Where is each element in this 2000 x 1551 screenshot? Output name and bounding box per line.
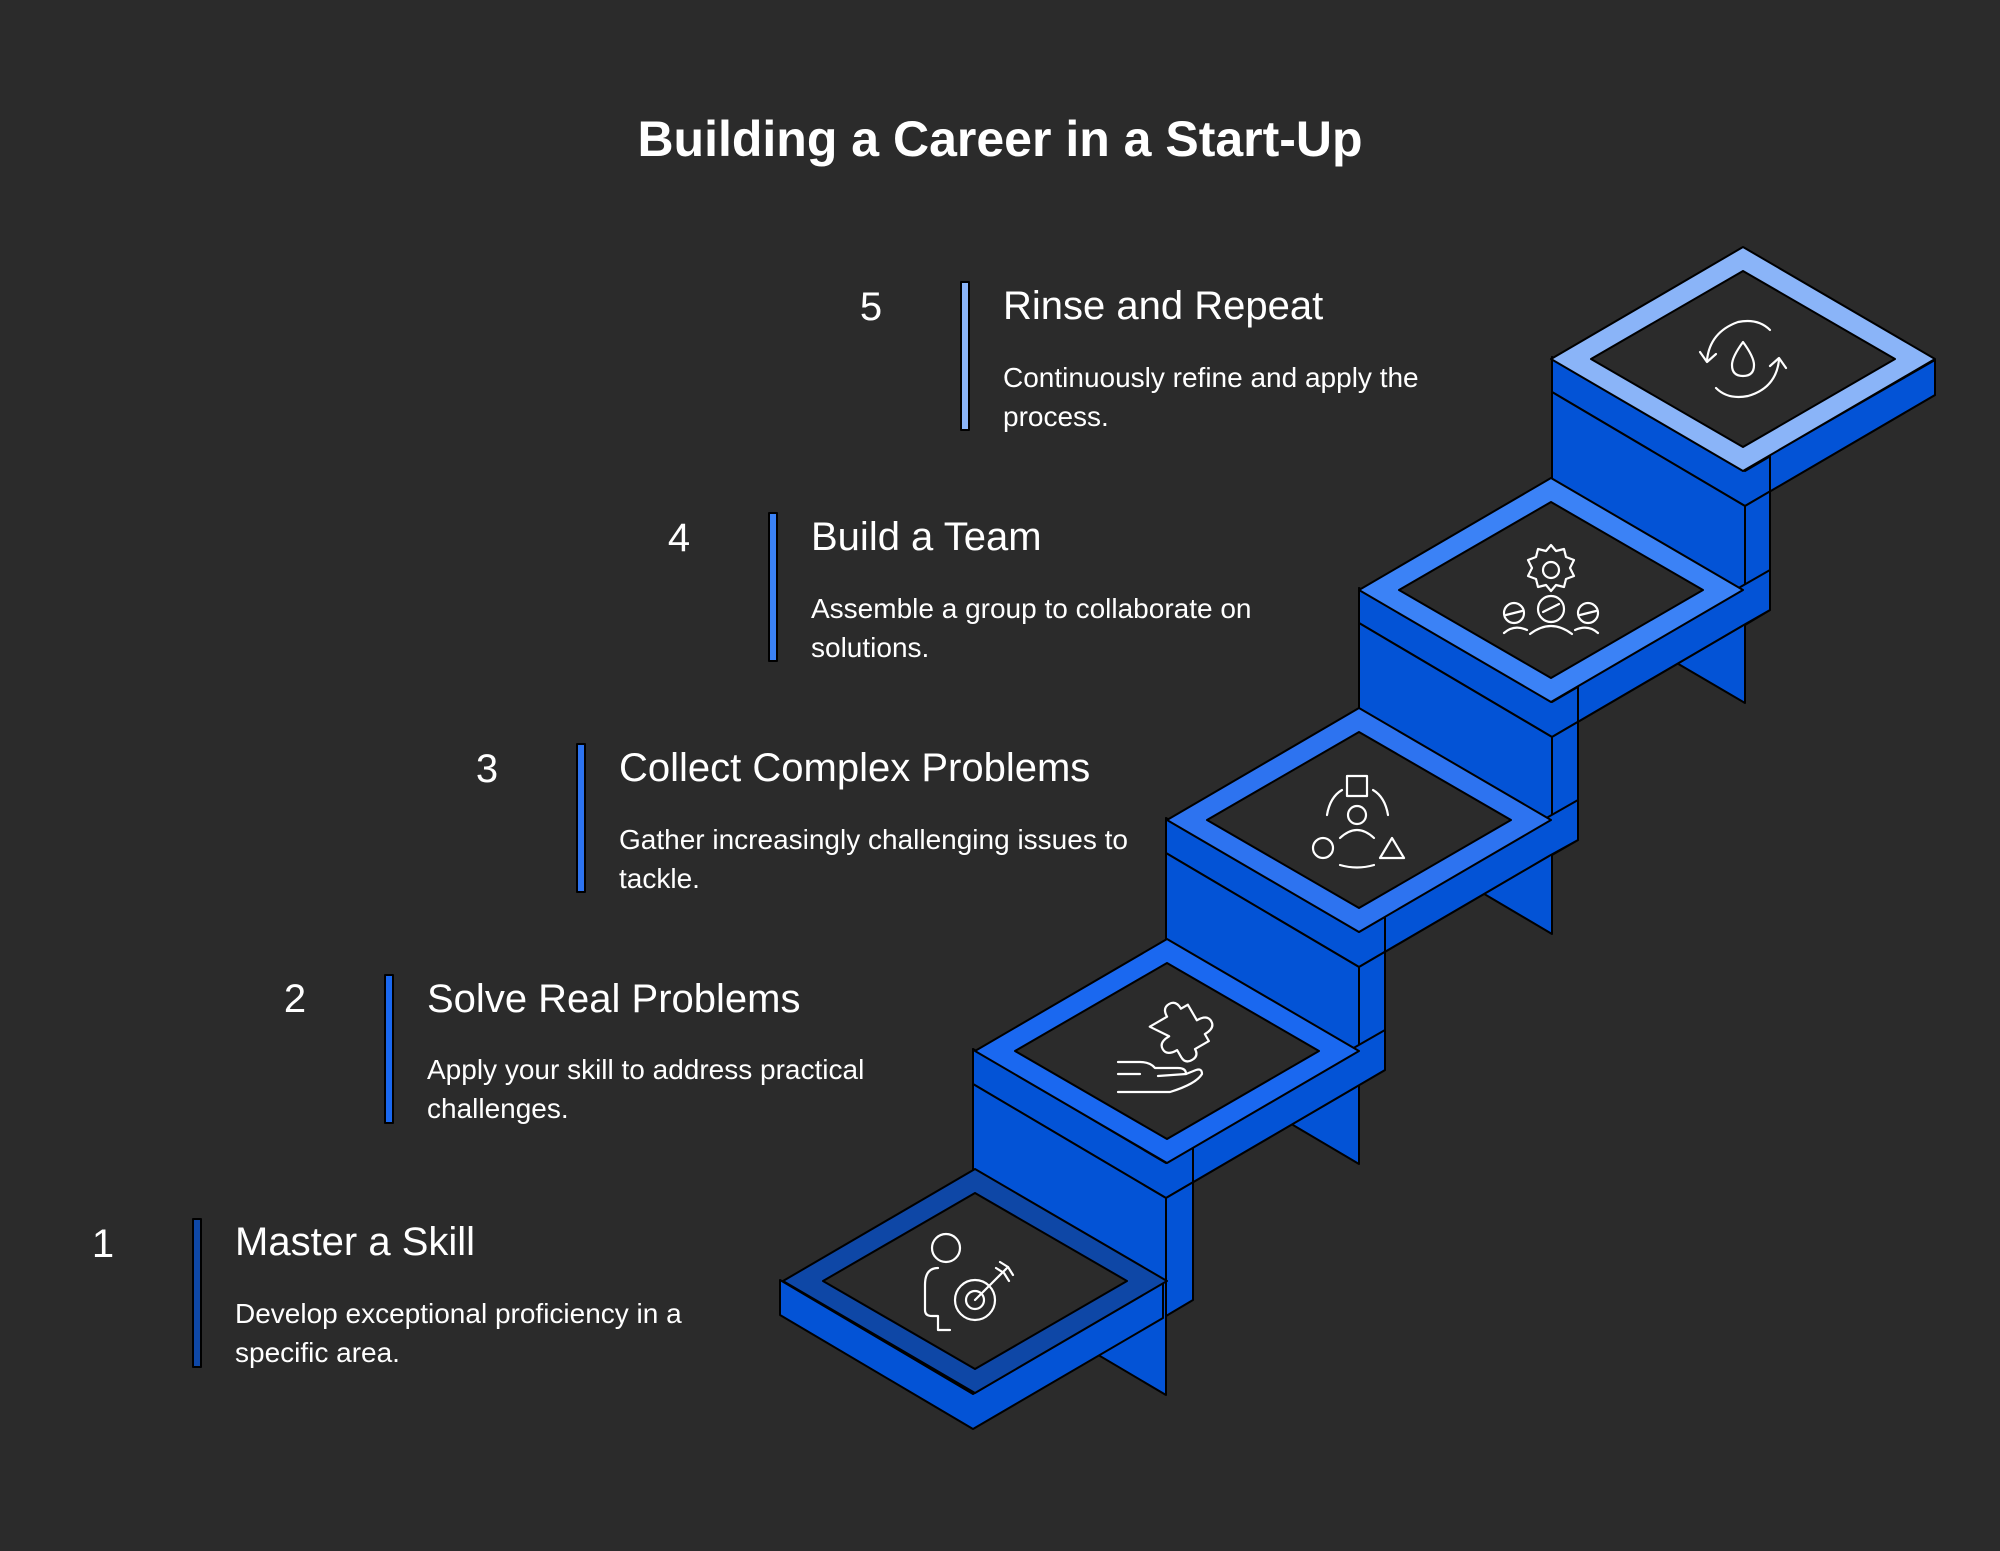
step-1-number: 1 <box>91 1222 115 1266</box>
step-3-number: 3 <box>475 747 499 791</box>
hand-puzzle-icon <box>1116 1001 1214 1094</box>
step-1-description: Develop exceptional proficiency in a spe… <box>235 1298 682 1368</box>
page-title: Building a Career in a Start-Up <box>637 111 1363 167</box>
step-4-bar <box>768 512 778 662</box>
step-4-title: Build a Team <box>811 515 1042 559</box>
step-2-title: Solve Real Problems <box>427 977 801 1021</box>
step-5-title: Rinse and Repeat <box>1003 284 1324 328</box>
step-5-tile-inner <box>1590 270 1896 448</box>
step-2-bar <box>384 974 394 1124</box>
step-2-description: Apply your skill to address practical ch… <box>427 1054 865 1124</box>
step-3-tile-inner <box>1206 731 1512 909</box>
step-5-description: Continuously refine and apply the proces… <box>1003 362 1419 432</box>
droplet-cycle-icon <box>1698 319 1788 399</box>
step-3-title: Collect Complex Problems <box>619 746 1091 790</box>
step-1-riser <box>779 1279 1164 1430</box>
step-4-number: 4 <box>667 516 691 560</box>
step-3-bar <box>576 743 586 893</box>
person-target-icon <box>923 1232 1015 1332</box>
person-shapes-icon <box>1311 774 1406 869</box>
step-5-bar <box>960 281 970 431</box>
step-1-title: Master a Skill <box>235 1220 476 1264</box>
step-3-description: Gather increasingly challenging issues t… <box>619 824 1128 894</box>
staircase-tiles <box>782 246 1936 1394</box>
step-4-description: Assemble a group to collaborate on solut… <box>811 593 1252 663</box>
team-gear-icon <box>1502 543 1600 636</box>
step-1-bar <box>192 1218 202 1368</box>
step-2-tile-inner <box>1014 962 1320 1140</box>
step-2-number: 2 <box>283 977 307 1021</box>
step-5-number: 5 <box>859 285 883 329</box>
